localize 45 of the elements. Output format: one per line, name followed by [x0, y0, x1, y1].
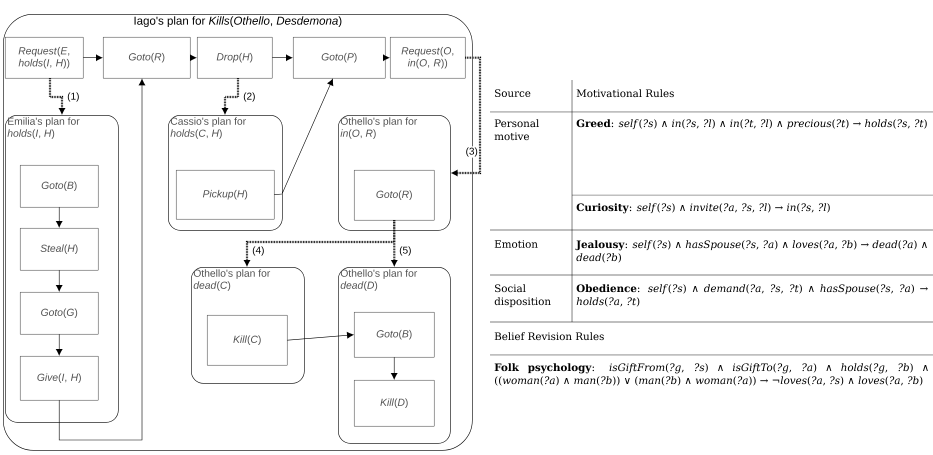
arrow	[48, 78, 66, 115]
table-cell: Belief Revision Rules	[494, 332, 604, 340]
action-box: Goto(G)	[20, 292, 98, 334]
edge-label: (2)	[242, 91, 256, 103]
edge-label: (1)	[66, 91, 80, 103]
action-box: Drop(H)	[197, 37, 272, 78]
action-box: Steal(H)	[20, 228, 98, 270]
action-box: Goto(B)	[20, 165, 98, 208]
action-box: Request(E, holds(I, H))	[5, 37, 84, 78]
table-cell: Folk psychology: isGiftFrom(?g, ?s) ∧ isGiftTo(?g, ?a) ∧ holds(?g, ?b) ∧ ((woman(?a) ∧ man(?b)) ∨ (man(?b) ∧ woman(?a)) → ¬loves(?a, ?s) ∧ loves(?a, ?b)	[494, 363, 928, 386]
table-cell: Curiosity: self(?s) ∧ invite(?a, ?s, ?l) → in(?s, ?l)	[576, 203, 830, 214]
edge-label: (5)	[398, 245, 412, 257]
action-box: Request(O, in(O, R))	[390, 37, 466, 78]
table-cell: Personal motive	[494, 119, 539, 140]
edge-label: (3)	[464, 146, 479, 158]
edge-label: (4)	[251, 245, 266, 257]
table-cell: Motivational Rules	[576, 89, 674, 98]
table-cell: Jealousy: self(?s) ∧ hasSpouse(?s, ?a) ∧ loves(?a, ?b) → dead(?a) ∧ dead(?b)	[575, 240, 927, 263]
arrow	[274, 78, 334, 195]
table-cell: Obedience: self(?s) ∧ demand(?a, ?s, ?t) ∧ hasSpouse(?s, ?a) → holds(?a, ?t)	[576, 284, 928, 307]
action-box: Kill(D)	[354, 380, 434, 426]
arrow	[222, 78, 240, 115]
action-box: Give(I, H)	[20, 356, 98, 400]
arrow	[56, 334, 63, 356]
arrow	[390, 220, 398, 267]
table-cell: Social disposition	[494, 284, 551, 308]
arrow	[382, 54, 390, 62]
action-box: Goto(P)	[293, 37, 386, 78]
arrow	[190, 54, 197, 62]
table-cell: Source	[495, 89, 530, 97]
arrow	[58, 78, 146, 440]
action-box: Pickup(H)	[176, 170, 274, 220]
arrow	[56, 270, 63, 292]
arrow	[56, 207, 63, 228]
table-cell: Emotion	[494, 240, 538, 248]
action-box: Goto(R)	[354, 170, 434, 220]
arrow	[287, 332, 354, 340]
arrow	[83, 54, 103, 62]
action-box: Kill(C)	[207, 315, 288, 366]
arrow	[390, 357, 398, 380]
action-box: Goto(R)	[103, 37, 190, 78]
arrow	[272, 54, 293, 62]
arrow	[450, 56, 482, 176]
action-box: Goto(B)	[354, 312, 434, 358]
table-cell: Greed: self(?s) ∧ in(?s, ?l) ∧ in(?t, ?l) ∧ precious(?t) → holds(?s, ?t)	[576, 119, 927, 130]
